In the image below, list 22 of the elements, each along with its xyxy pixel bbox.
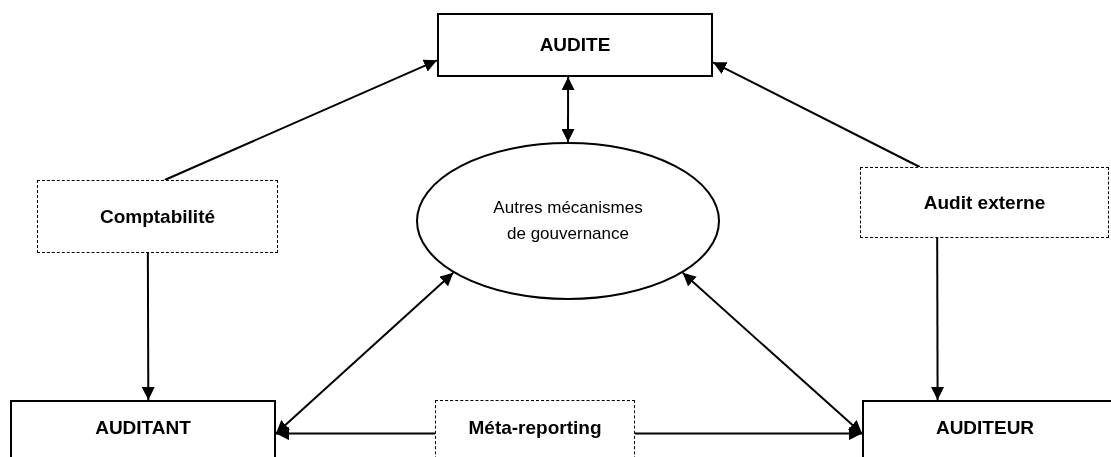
arrow	[681, 271, 863, 435]
node-label: AUDITE	[539, 34, 611, 56]
node-label: Méta-reporting	[468, 417, 602, 439]
node-label: AUDITANT	[95, 417, 191, 439]
ellipse-node	[416, 142, 720, 300]
arrow	[275, 271, 455, 435]
node-label: Audit externe	[923, 191, 1046, 214]
node-label: Autres mécanismes de gouvernance	[492, 196, 644, 245]
arrow	[712, 61, 921, 168]
node-label: Comptabilité	[99, 205, 216, 228]
arrow	[163, 59, 438, 181]
dashed-box	[860, 167, 1109, 238]
arrow	[561, 76, 575, 143]
dashed-box	[37, 180, 278, 253]
process-box	[10, 400, 276, 457]
arrow	[931, 237, 945, 401]
arrow	[275, 427, 436, 441]
arrow	[141, 252, 155, 401]
process-box	[437, 13, 713, 77]
arrow	[634, 427, 863, 441]
node-label: AUDITEUR	[935, 417, 1035, 439]
dashed-box	[435, 400, 635, 457]
